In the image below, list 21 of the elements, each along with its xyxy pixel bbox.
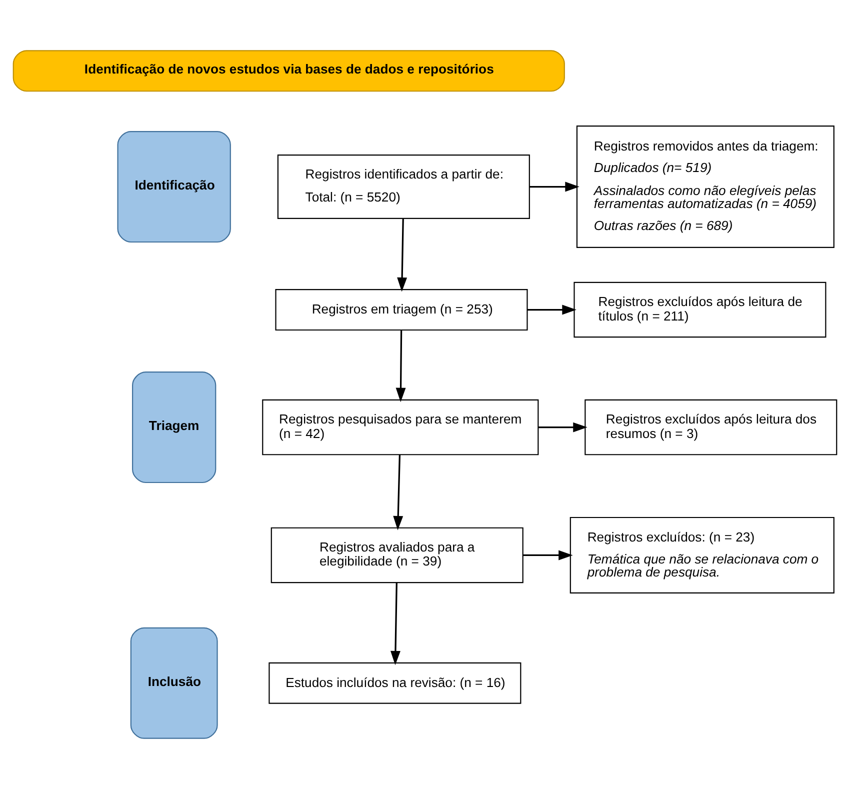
node-box: Registros excluídos após leitura de títulos (n = 211) [573,282,826,338]
node-box: Registros excluídos após leitura dos resumos (n = 3) [584,399,837,456]
node-box: Registros excluídos: (n = 23) Temática que não se relacionava com o problema de pesquisa. [569,516,834,594]
node-box: Registros removidos antes da triagem: Duplicados (n= 519) Assinalados como não elegíveis pelas ferramentas automatizadas (n = 4059) Outras razões (n = 689) [576,126,834,248]
node-box: Registros identificados a partir de: Total: (n = 5520) [276,154,530,220]
node-box: Registros em triagem (n = 253) [274,289,528,331]
arrow [396,218,407,292]
arrow [395,330,406,402]
node-box: Inclusão [130,627,218,739]
node-box: Estudos incluídos na revisão: (n = 16) [268,662,521,704]
node-box: Identificação [116,131,230,243]
node-box: Identificação de novos estudos via bases de dados e repositórios [12,50,564,92]
arrow [522,550,572,560]
node-box: Registros avaliados para a elegibilidade (n = 39) [270,527,523,584]
arrow [529,182,579,192]
arrow [538,422,587,432]
arrow [392,454,403,530]
node-box: Triagem [132,372,216,484]
arrow [526,304,576,315]
node-box: Registros pesquisados para se manterem (n = 42) [262,399,538,456]
arrow [390,582,400,666]
